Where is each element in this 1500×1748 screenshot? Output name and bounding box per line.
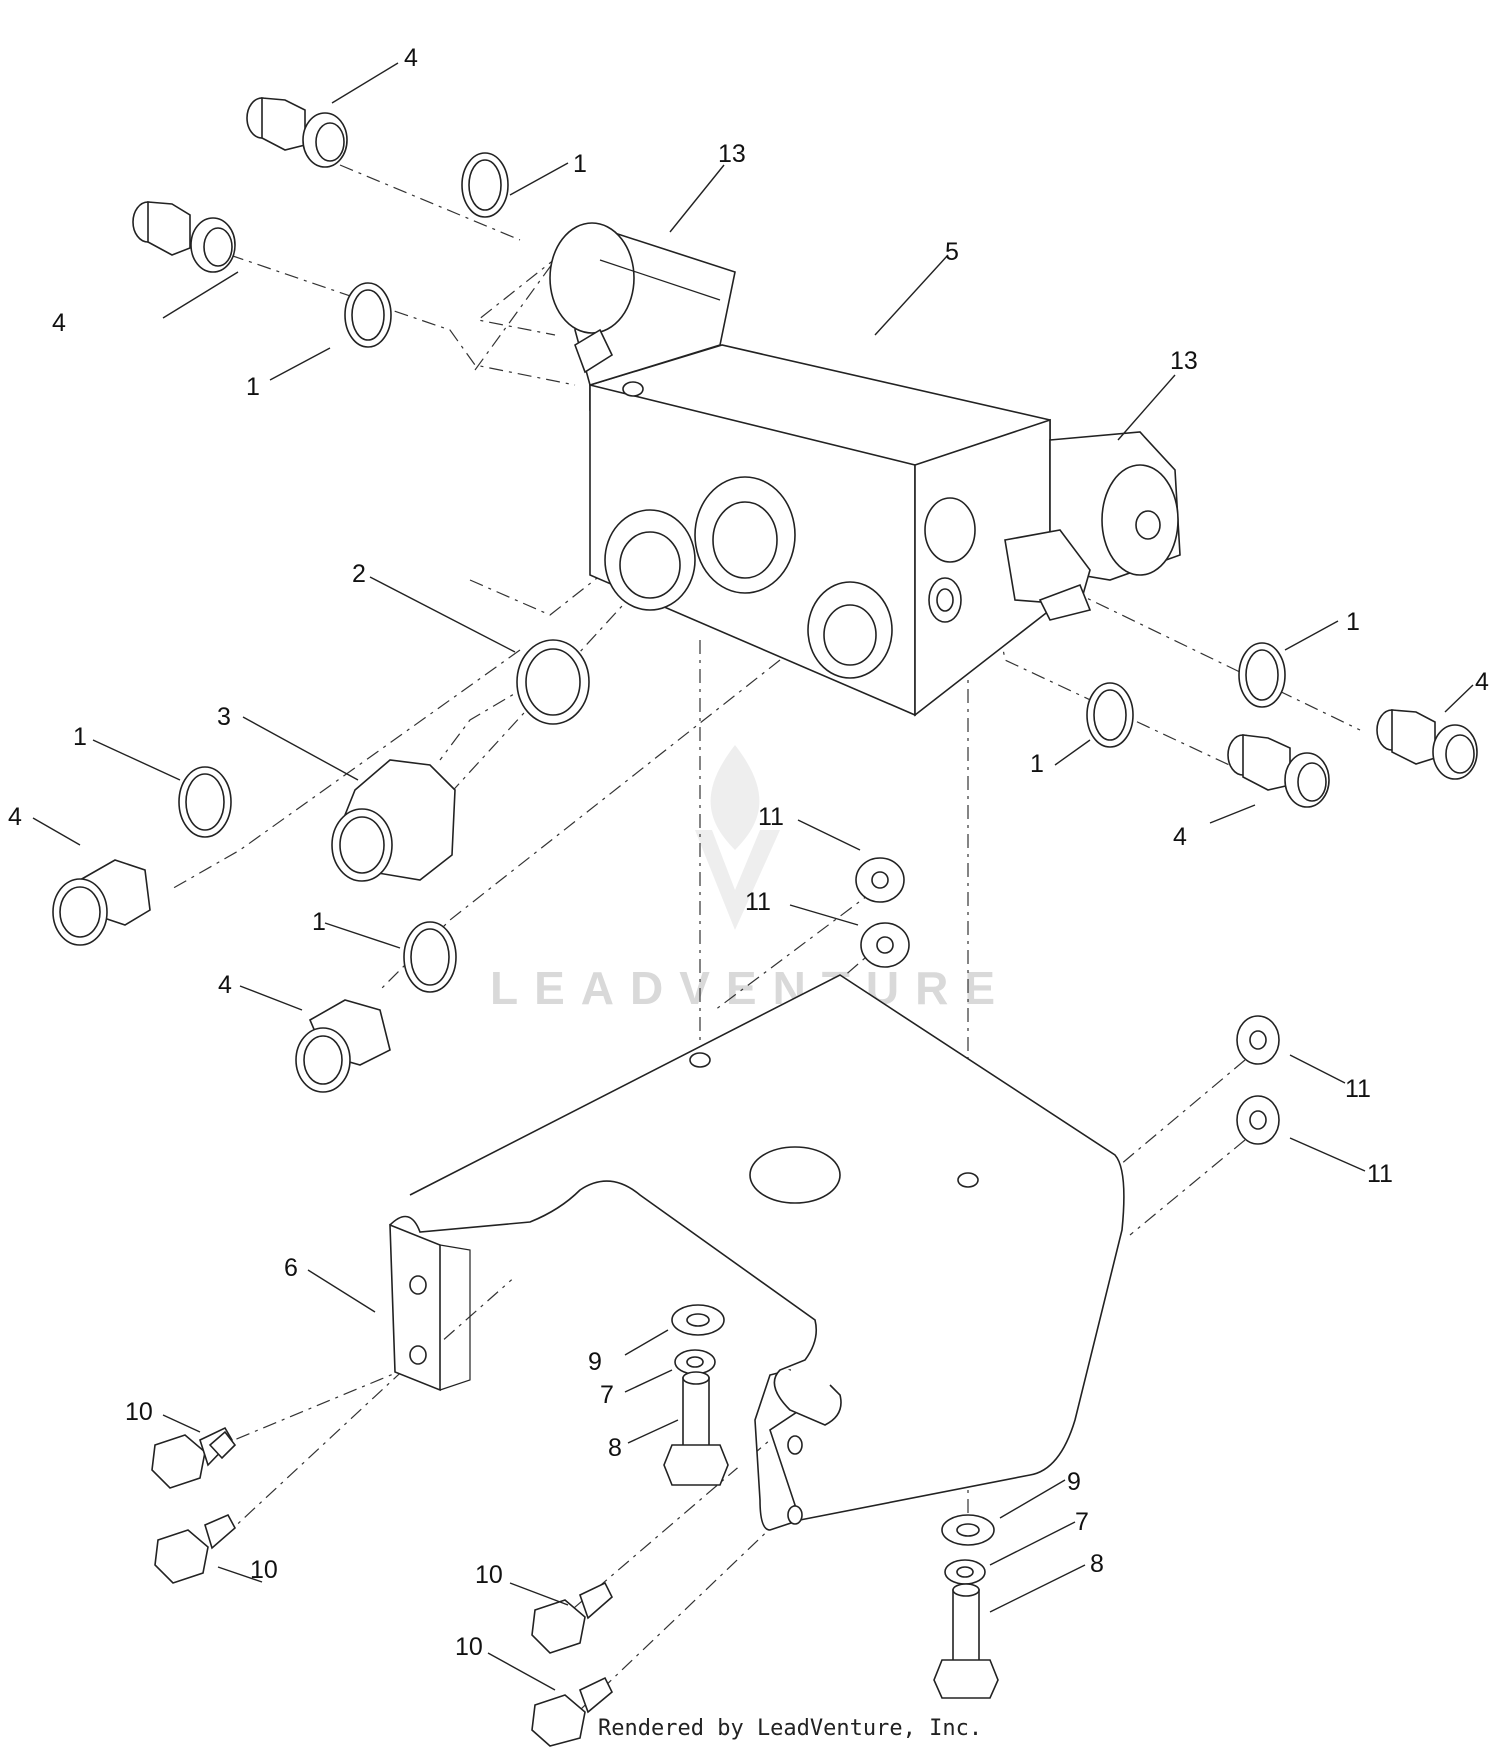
washer-stack-center bbox=[663, 1304, 729, 1486]
callout-4-left: 4 bbox=[8, 803, 22, 831]
callout-10-d: 10 bbox=[455, 1633, 483, 1661]
callout-4-lower-left: 4 bbox=[218, 971, 232, 999]
callout-1-lower-left: 1 bbox=[312, 908, 326, 936]
nut-11-a bbox=[855, 857, 905, 903]
render-credit: Rendered by LeadVenture, Inc. bbox=[598, 1716, 982, 1741]
callout-labels: 4 1 13 4 5 1 13 2 1 3 1 4 4 1 4 11 11 1 … bbox=[8, 44, 1489, 1661]
callout-9-center: 9 bbox=[588, 1348, 602, 1376]
bolt-8-right bbox=[952, 1589, 980, 1663]
callout-10-a: 10 bbox=[125, 1398, 153, 1426]
callout-8-right: 8 bbox=[1090, 1550, 1104, 1578]
mounting-bracket bbox=[389, 974, 1125, 1531]
nut-11-d bbox=[1236, 1095, 1280, 1145]
bolt-8-center bbox=[682, 1377, 710, 1449]
leader-lines bbox=[32, 62, 1474, 1691]
callout-4-upper-left: 4 bbox=[52, 309, 66, 337]
callout-1-right-lower: 1 bbox=[1030, 750, 1044, 778]
callout-10-b: 10 bbox=[250, 1556, 278, 1584]
callout-7-center: 7 bbox=[600, 1381, 614, 1409]
watermark-text: LEADVENTURE bbox=[490, 962, 1011, 1014]
flange-nuts bbox=[855, 857, 1280, 1145]
bolt-10-d bbox=[531, 1676, 613, 1747]
nut-11-b bbox=[860, 922, 910, 968]
fitting-4-right-upper bbox=[1376, 709, 1478, 780]
nut-11-c bbox=[1236, 1015, 1280, 1065]
callout-9-right: 9 bbox=[1067, 1468, 1081, 1496]
flange-bolts bbox=[151, 1426, 613, 1747]
callout-1-top: 1 bbox=[573, 150, 587, 178]
callout-13-top: 13 bbox=[718, 140, 746, 168]
fitting-4-left bbox=[52, 859, 151, 946]
callout-6-bracket: 6 bbox=[284, 1254, 298, 1282]
solenoid-coil-right bbox=[1004, 431, 1181, 621]
callout-4-right-upper: 4 bbox=[1475, 668, 1489, 696]
hydraulic-fittings bbox=[52, 97, 1478, 1093]
callout-13-right: 13 bbox=[1170, 347, 1198, 375]
callout-2-oring: 2 bbox=[352, 560, 366, 588]
callout-11-b: 11 bbox=[745, 888, 771, 916]
leadventure-watermark: LEADVENTURE bbox=[490, 745, 1011, 1014]
callout-7-right: 7 bbox=[1075, 1508, 1089, 1536]
watermark-flame-logo bbox=[695, 745, 780, 930]
callout-1-right-upper: 1 bbox=[1346, 608, 1360, 636]
bolt-10-c bbox=[531, 1581, 613, 1654]
bolt-10-a bbox=[151, 1426, 237, 1489]
callout-3-adapter: 3 bbox=[217, 703, 231, 731]
callout-5-manifold: 5 bbox=[945, 238, 959, 266]
o-rings bbox=[178, 152, 1286, 993]
callout-11-a: 11 bbox=[758, 803, 784, 831]
bolt-10-b bbox=[154, 1513, 237, 1584]
solenoid-coil-upper bbox=[549, 222, 736, 387]
adapter-3 bbox=[331, 759, 456, 882]
callout-11-c: 11 bbox=[1345, 1075, 1371, 1103]
washer-stack-right bbox=[933, 1514, 999, 1699]
callout-1-left: 1 bbox=[73, 723, 87, 751]
callout-4-right-lower: 4 bbox=[1173, 823, 1187, 851]
fitting-4-top bbox=[246, 97, 348, 168]
fitting-4-upper-left bbox=[132, 201, 236, 273]
fitting-4-right-lower bbox=[1227, 734, 1330, 808]
callout-10-c: 10 bbox=[475, 1561, 503, 1589]
callout-11-d: 11 bbox=[1367, 1160, 1393, 1188]
callout-8-center: 8 bbox=[608, 1434, 622, 1462]
callout-4-top: 4 bbox=[404, 44, 418, 72]
fitting-4-lower-left bbox=[295, 999, 391, 1093]
callout-1-upper-left: 1 bbox=[246, 373, 260, 401]
valve-manifold-block bbox=[589, 344, 1051, 717]
